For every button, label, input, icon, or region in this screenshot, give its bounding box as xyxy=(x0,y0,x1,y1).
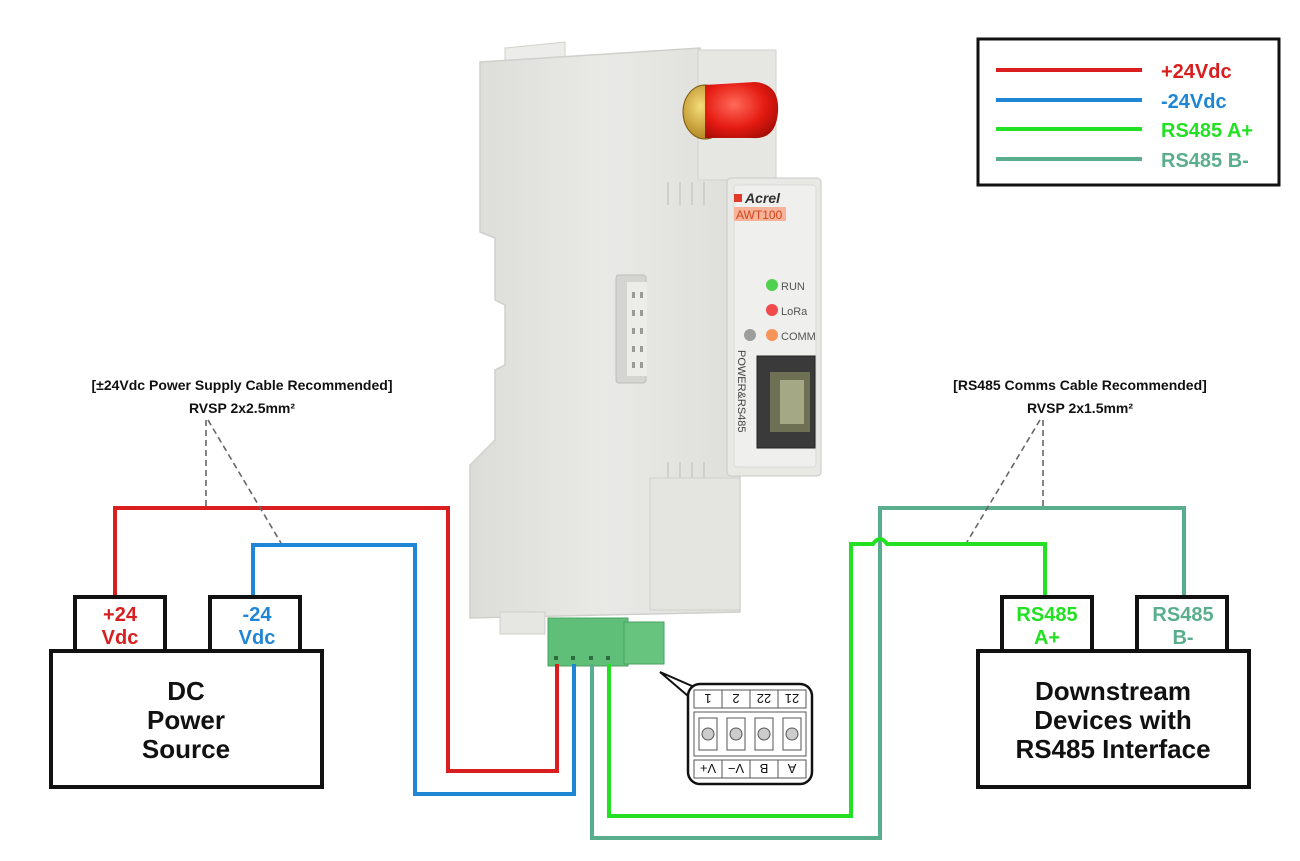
terminal-minus24 xyxy=(208,595,302,653)
dc-source-title-3: Source xyxy=(142,734,230,764)
dc-source-title-1: DC xyxy=(167,676,205,706)
grey-indicator-icon xyxy=(744,329,756,341)
wire-rs485-a-green xyxy=(607,537,1047,818)
downstream-title-1: Downstream xyxy=(1035,676,1191,706)
lora-led-label: LoRa xyxy=(781,306,808,318)
callout-signal-b: B xyxy=(760,761,769,776)
port-label: POWER&RS485 xyxy=(735,350,747,433)
brand-label: Acrel xyxy=(744,190,781,206)
wire-rs485-b-teal xyxy=(590,506,1186,840)
downstream-title-2: Devices with xyxy=(1034,705,1192,735)
terminal-a-label-2: A+ xyxy=(1034,627,1060,649)
terminal-a-label-1: RS485 xyxy=(1016,604,1077,626)
callout-number-22: 22 xyxy=(757,691,771,706)
callout-number-2: 2 xyxy=(732,691,739,706)
terminal-callout: A B V− V+ 21 22 2 1 xyxy=(659,671,814,786)
callout-signal-vminus: V− xyxy=(728,761,744,776)
lora-led-icon xyxy=(766,304,778,316)
wire-minus24-blue xyxy=(251,543,576,796)
legend: +24Vdc -24Vdc RS485 A+ RS485 B- xyxy=(976,37,1281,187)
dc-power-source: +24 Vdc -24 Vdc DC Power Source xyxy=(49,595,324,789)
callout-number-1: 1 xyxy=(704,691,711,706)
power-note-leader-2 xyxy=(207,419,282,544)
model-label: AWT100 xyxy=(736,208,783,222)
power-note-line1: [±24Vdc Power Supply Cable Recommended] xyxy=(92,377,393,393)
rj45-port xyxy=(756,355,816,449)
legend-label-minus24: -24Vdc xyxy=(1161,91,1227,113)
comms-note-leader-2 xyxy=(966,419,1041,543)
comm-led-label: COMM xyxy=(781,331,816,343)
side-connector xyxy=(615,274,647,384)
downstream-title-3: RS485 Interface xyxy=(1015,734,1210,764)
legend-label-rs485-b: RS485 B- xyxy=(1161,150,1249,172)
run-led-label: RUN xyxy=(781,281,805,293)
terminal-minus24-label-1: -24 xyxy=(243,604,273,626)
dc-source-title-2: Power xyxy=(147,705,225,735)
terminal-rs485-a xyxy=(1000,595,1094,653)
terminal-rs485-b xyxy=(1135,595,1229,653)
terminal-plus24-label-2: Vdc xyxy=(102,627,139,649)
comms-note-line1: [RS485 Comms Cable Recommended] xyxy=(953,377,1207,393)
wire-plus24-red xyxy=(113,506,559,773)
comm-led-icon xyxy=(766,329,778,341)
terminal-b-label-1: RS485 xyxy=(1152,604,1213,626)
terminal-plus24 xyxy=(73,595,167,653)
run-led-icon xyxy=(766,279,778,291)
awt100-device: Acrel AWT100 RUN LoRa COMM POWER&RS485 xyxy=(469,41,822,667)
screw-terminals xyxy=(698,717,802,751)
callout-number-21: 21 xyxy=(785,691,799,706)
acrel-logo-icon xyxy=(734,194,742,202)
terminal-plus24-label-1: +24 xyxy=(103,604,138,626)
callout-signal-a: A xyxy=(787,761,796,776)
callout-signal-vplus: V+ xyxy=(700,761,716,776)
downstream-devices: RS485 A+ RS485 B- Downstream Devices wit… xyxy=(976,595,1251,789)
power-note-line2: RVSP 2x2.5mm² xyxy=(189,400,295,416)
comms-note-line2: RVSP 2x1.5mm² xyxy=(1027,400,1133,416)
terminal-minus24-label-2: Vdc xyxy=(239,627,276,649)
legend-label-plus24: +24Vdc xyxy=(1161,61,1232,83)
terminal-b-label-2: B- xyxy=(1172,627,1193,649)
legend-label-rs485-a: RS485 A+ xyxy=(1161,120,1253,142)
terminal-block xyxy=(547,617,665,667)
antenna-icon xyxy=(682,82,779,140)
